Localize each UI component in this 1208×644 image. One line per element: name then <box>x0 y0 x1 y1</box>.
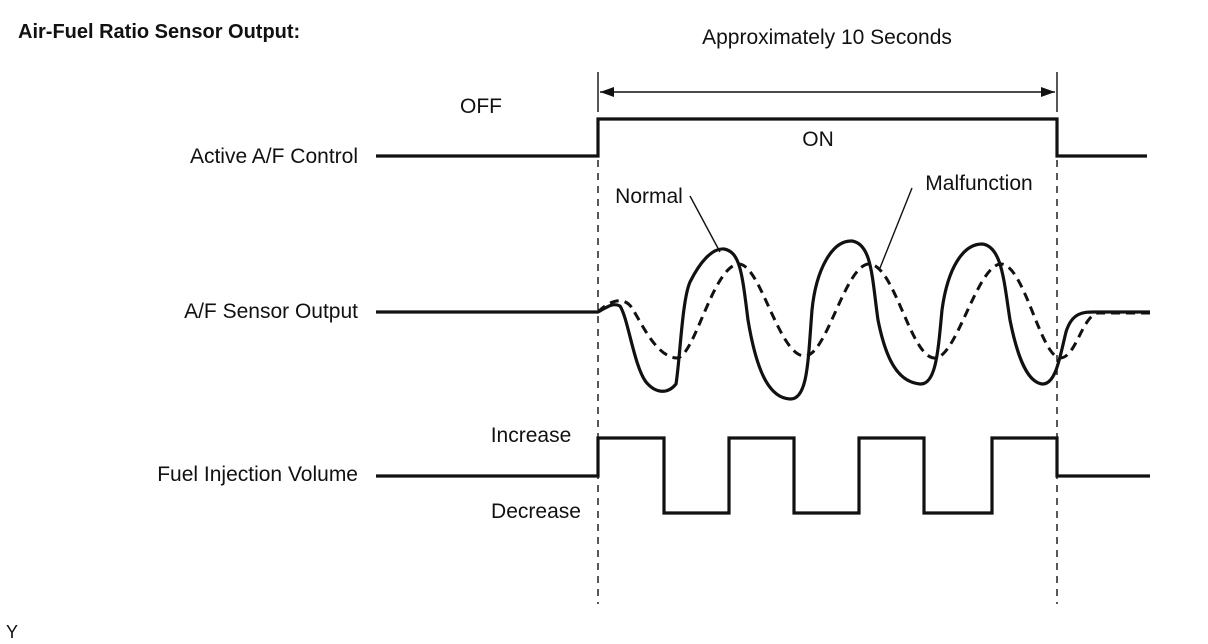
fuel-injection-volume-label: Fuel Injection Volume <box>157 463 358 486</box>
footer-mark: Y <box>6 622 18 642</box>
malfunction-waveform <box>596 262 1150 360</box>
off-state-label: OFF <box>460 95 502 118</box>
decrease-label: Decrease <box>491 500 581 523</box>
normal-waveform <box>376 239 1150 401</box>
af-sensor-output-label: A/F Sensor Output <box>184 300 358 323</box>
normal-label: Normal <box>615 185 683 208</box>
malfunction-label: Malfunction <box>925 172 1032 195</box>
active-af-control-trace <box>376 117 1147 158</box>
on-state-label: ON <box>802 128 834 151</box>
increase-label: Increase <box>491 424 572 447</box>
fuel-injection-volume-trace <box>376 436 1150 515</box>
malfunction-leader-line <box>879 187 913 269</box>
duration-arrow-left-head <box>600 87 614 97</box>
active-af-control-label: Active A/F Control <box>190 145 358 168</box>
duration-label: Approximately 10 Seconds <box>702 26 952 49</box>
duration-arrow-right-head <box>1041 87 1055 97</box>
diagram-title: Air-Fuel Ratio Sensor Output: <box>18 21 300 43</box>
normal-leader-line <box>689 195 721 253</box>
